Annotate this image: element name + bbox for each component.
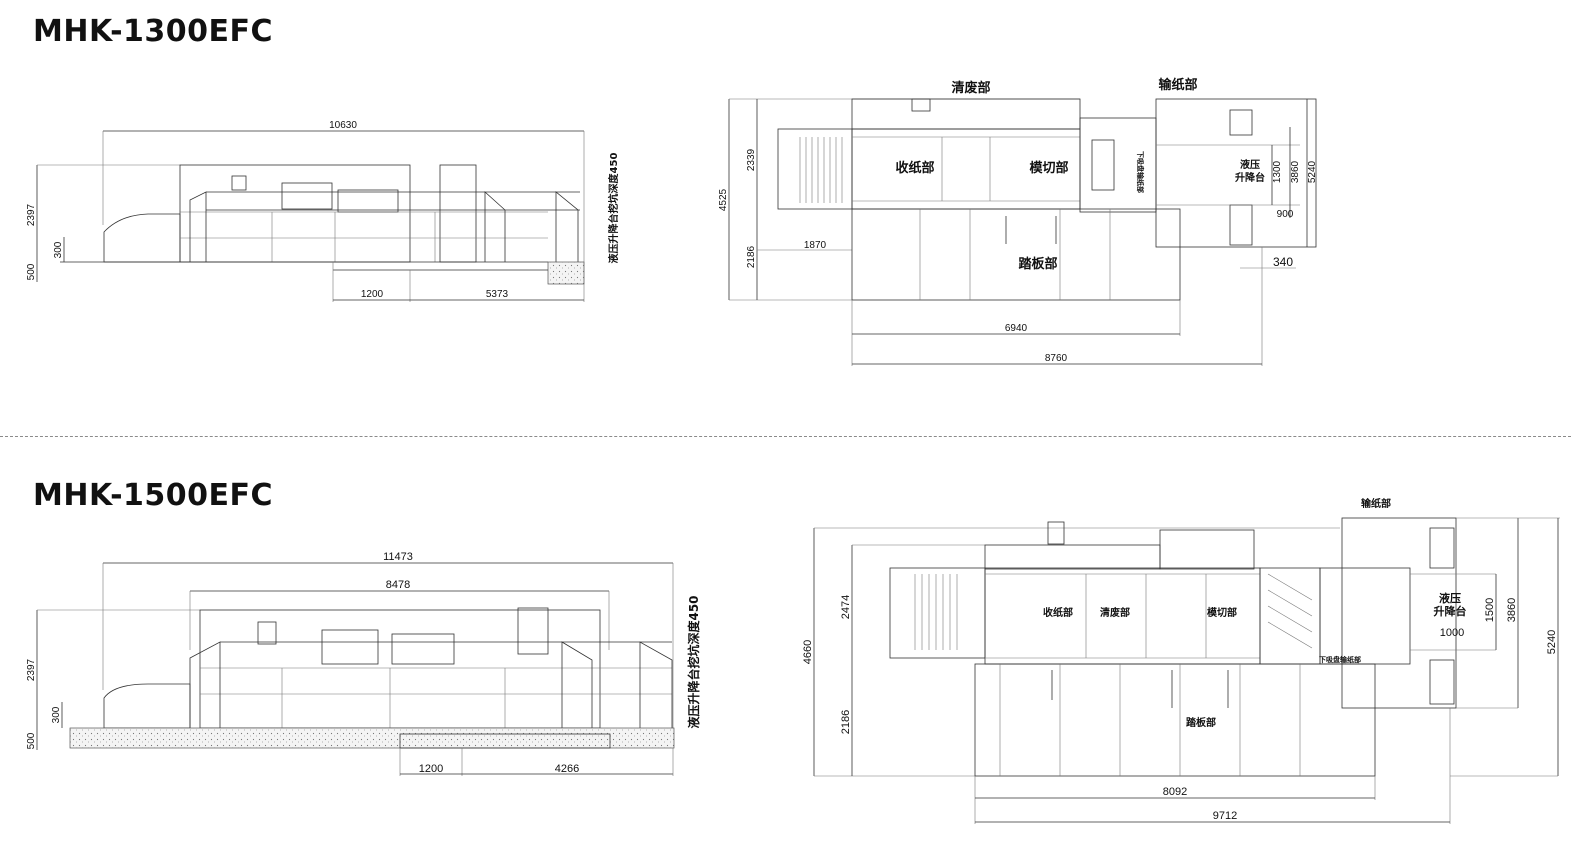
side-view-1500: 11473 8478 2397 300 500 1 xyxy=(26,551,701,776)
pit-note: 液压升降台挖坑深度450 xyxy=(607,153,620,264)
dim-len-a-1500: 8092 xyxy=(1163,786,1187,798)
dim-inner-1500: 1500 xyxy=(1484,598,1496,622)
label-delivery-1500: 收纸部 xyxy=(1043,606,1073,619)
dim-height-1500: 2397 xyxy=(26,658,37,681)
label-diecut: 模切部 xyxy=(1029,160,1068,176)
label-lower: 下吸盘输纸部 xyxy=(1136,151,1145,193)
label-lower-1500: 下吸盘输纸部 xyxy=(1319,655,1361,664)
top-view-1500: 4660 2474 2186 收纸部 清废部 模切部 xyxy=(802,497,1560,824)
dim-step: 300 xyxy=(53,241,64,258)
label-lift2-1500: 升降台 xyxy=(1434,604,1467,618)
model-title-1500: MHK-1500EFC xyxy=(33,478,274,513)
dim-len-b: 8760 xyxy=(1045,353,1068,364)
side-view-1300: 10630 2397 300 500 1200 5 xyxy=(26,120,620,302)
dim-lower-1500: 2186 xyxy=(840,710,852,734)
dim-upper-1500: 2474 xyxy=(840,595,852,619)
dim-total-width: 4525 xyxy=(718,188,729,211)
dim-total-width-1500: 4660 xyxy=(802,640,814,664)
top-view-1300: 4525 2339 2186 1870 收纸部 模切部 清废部 xyxy=(718,77,1318,366)
dim-length-1500: 11473 xyxy=(383,551,413,563)
dim-length: 10630 xyxy=(329,120,357,131)
dim-height: 2397 xyxy=(26,203,37,226)
dim-step-1500: 300 xyxy=(51,706,62,723)
dim-upper: 2339 xyxy=(746,148,757,171)
dim-inner: 1300 xyxy=(1272,160,1283,183)
label-platform-1500: 踏板部 xyxy=(1186,716,1216,729)
dim-outer: 5240 xyxy=(1307,160,1318,183)
dim-inner-length-1500: 8478 xyxy=(386,579,410,591)
dim-pit: 500 xyxy=(26,263,37,280)
label-stripping: 清废部 xyxy=(951,80,990,96)
label-lift-1500: 液压 xyxy=(1439,591,1461,605)
dim-pit-lift: 1200 xyxy=(361,289,384,300)
label-platform: 踏板部 xyxy=(1018,256,1057,272)
dim-mid: 3860 xyxy=(1290,160,1301,183)
label-lift2: 升降台 xyxy=(1235,171,1265,184)
label-delivery: 收纸部 xyxy=(895,160,934,176)
label-lift: 液压 xyxy=(1240,158,1260,171)
label-feeder: 输纸部 xyxy=(1158,77,1197,93)
dim-mid-1500: 3860 xyxy=(1506,598,1518,622)
dim-pit-tail: 5373 xyxy=(486,289,509,300)
pit-note-1500: 液压升降台挖坑深度450 xyxy=(686,595,701,728)
label-stripping-1500: 清废部 xyxy=(1100,606,1130,619)
dim-gap-1500: 1000 xyxy=(1440,627,1464,639)
dim-pit-lift-1500: 1200 xyxy=(419,763,443,775)
dim-offset: 1870 xyxy=(804,240,827,251)
dim-len-b-1500: 9712 xyxy=(1213,810,1237,822)
dim-step-right: 340 xyxy=(1273,255,1293,269)
label-feeder-1500: 输纸部 xyxy=(1361,497,1391,510)
dim-gap: 900 xyxy=(1277,209,1294,220)
dim-outer-1500: 5240 xyxy=(1546,630,1558,654)
dim-lower: 2186 xyxy=(746,245,757,268)
label-diecut-1500: 模切部 xyxy=(1207,606,1237,619)
section-divider xyxy=(0,436,1571,437)
dim-pit-1500: 500 xyxy=(26,732,37,749)
dim-pit-tail-1500: 4266 xyxy=(555,763,579,775)
model-title-1300: MHK-1300EFC xyxy=(33,14,274,49)
dim-len-a: 6940 xyxy=(1005,323,1028,334)
